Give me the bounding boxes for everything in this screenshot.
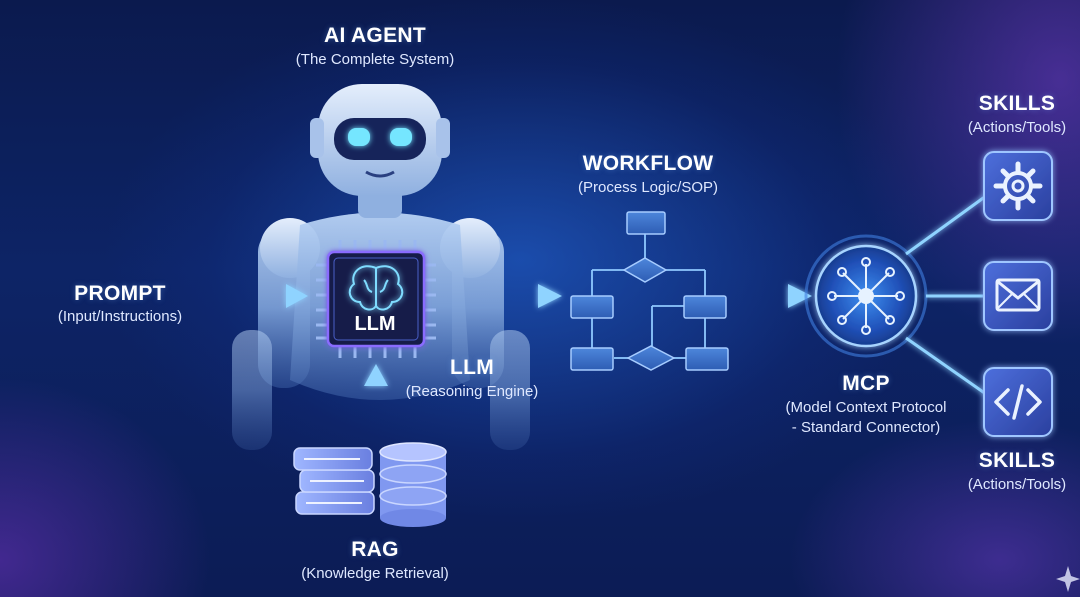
workflow-flowchart [570, 211, 729, 371]
llm-chip [316, 240, 436, 358]
skills-top-subtitle: (Actions/Tools) [967, 119, 1067, 136]
llm-title: LLM [449, 356, 495, 379]
sparkle-icon [1056, 566, 1080, 592]
mcp-skill-connectors [905, 194, 987, 396]
agent-subtitle: (The Complete System) [295, 51, 455, 68]
prompt-arrow [182, 284, 308, 308]
prompt-subtitle: (Input/Instructions) [57, 308, 183, 325]
llm-to-workflow-arrow [446, 284, 562, 308]
workflow-title: WORKFLOW [582, 152, 714, 175]
mail-icon [983, 261, 1053, 331]
mcp-subtitle-line2: - Standard Connector) [791, 419, 941, 436]
skills-top-title: SKILLS [978, 92, 1056, 115]
rag-subtitle: (Knowledge Retrieval) [301, 565, 449, 582]
mcp-title: MCP [842, 372, 890, 395]
llm-chip-label: LLM [354, 313, 396, 335]
books-icon [293, 447, 375, 515]
skills-bottom-title: SKILLS [978, 449, 1056, 472]
agent-title: AI AGENT [324, 24, 426, 47]
mcp-subtitle-line1: (Model Context Protocol [785, 399, 947, 416]
rag-to-llm-arrow [364, 364, 388, 440]
workflow-to-mcp-arrow [738, 284, 812, 308]
database-icon [379, 442, 447, 527]
code-icon [983, 367, 1053, 437]
gear-icon [983, 151, 1053, 221]
prompt-title: PROMPT [74, 282, 166, 305]
workflow-subtitle: (Process Logic/SOP) [577, 179, 719, 196]
skills-bottom-subtitle: (Actions/Tools) [967, 476, 1067, 493]
llm-subtitle: (Reasoning Engine) [405, 383, 539, 400]
brain-icon [348, 265, 404, 311]
hub-network-icon [804, 234, 928, 358]
rag-title: RAG [351, 538, 399, 561]
